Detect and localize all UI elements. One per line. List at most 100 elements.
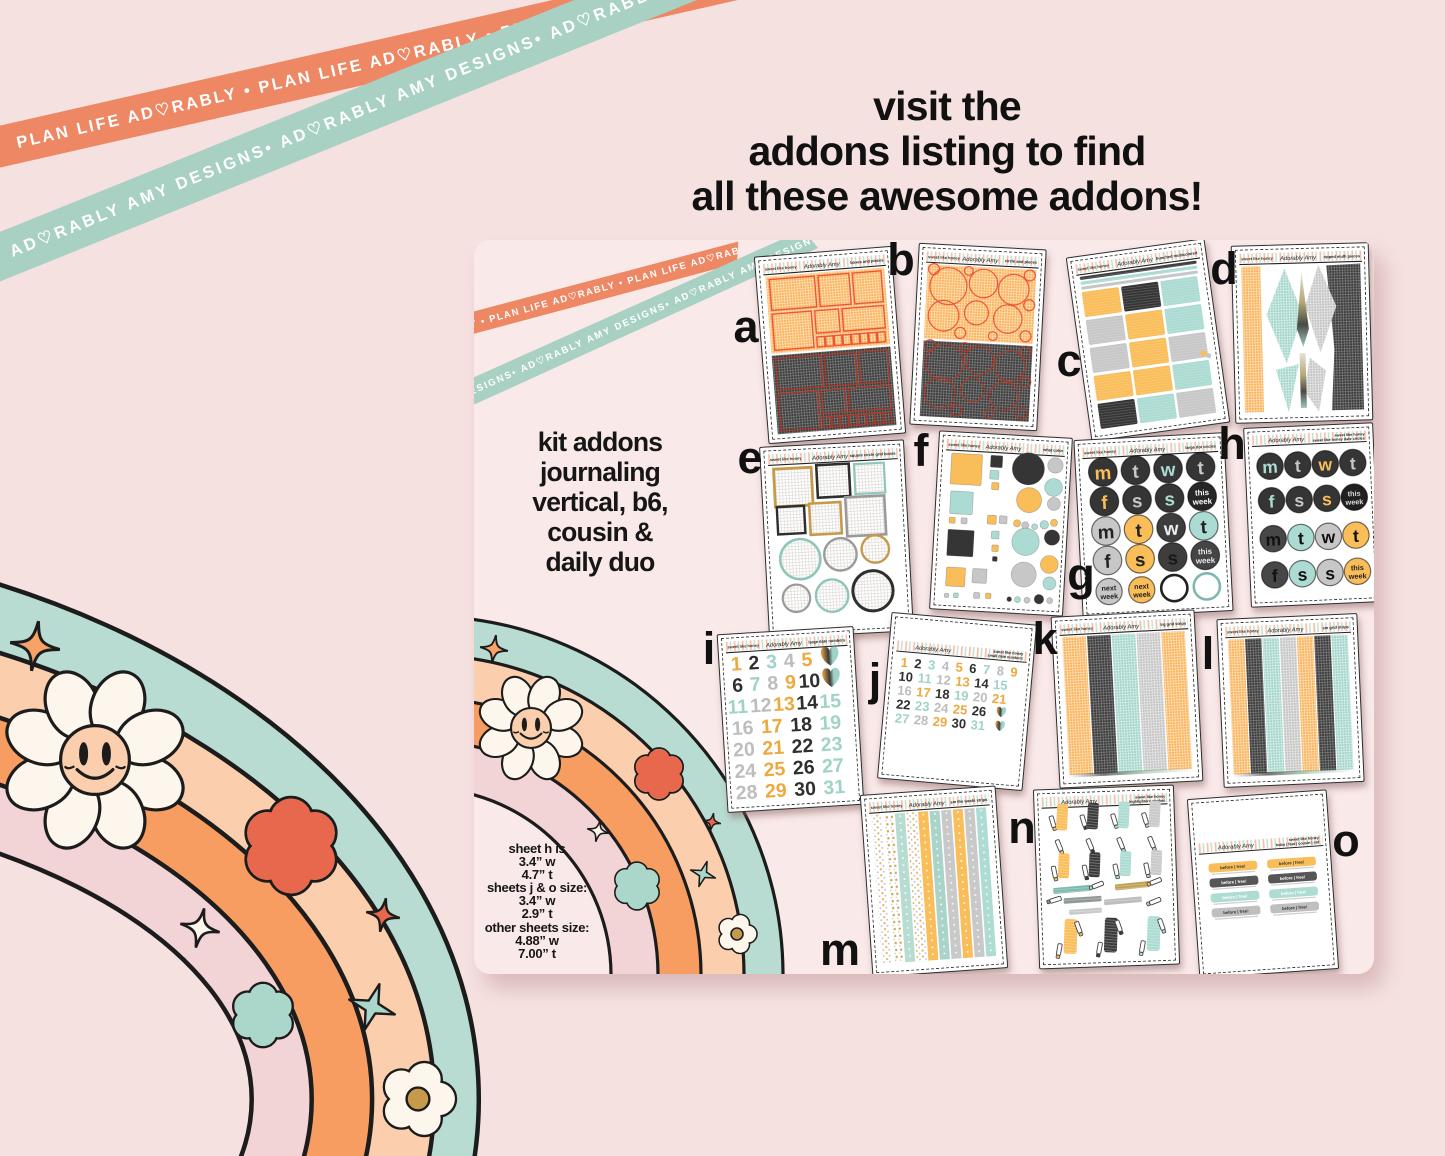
svg-text:m: m <box>1265 529 1281 550</box>
svg-text:t: t <box>1297 528 1304 548</box>
svg-text:Adorably Amy: Adorably Amy <box>1115 257 1153 268</box>
svg-text:8: 8 <box>996 663 1005 679</box>
svg-text:f: f <box>1268 491 1275 511</box>
svg-text:Adorably Amy: Adorably Amy <box>907 800 945 809</box>
svg-text:Adorably Amy: Adorably Amy <box>1060 798 1098 805</box>
svg-text:lrg grid strips: lrg grid strips <box>1160 620 1187 626</box>
svg-text:sweet like honey: sweet like honey <box>870 802 903 809</box>
svg-text:hobo | feat | cousin | std: hobo | feat | cousin | std <box>1275 840 1319 847</box>
svg-text:26: 26 <box>971 703 987 719</box>
svg-text:29: 29 <box>932 713 948 729</box>
svg-text:9: 9 <box>784 671 796 694</box>
svg-text:week: week <box>1194 555 1215 565</box>
svg-text:Adorably Amy: Adorably Amy <box>914 645 952 654</box>
svg-text:31: 31 <box>970 716 986 732</box>
svg-text:6: 6 <box>968 660 977 676</box>
svg-text:before | free!: before | free! <box>1279 874 1305 881</box>
svg-text:25: 25 <box>952 701 968 717</box>
svg-text:2: 2 <box>913 655 922 671</box>
svg-text:18: 18 <box>934 685 950 701</box>
svg-text:29: 29 <box>764 779 787 802</box>
svg-text:5: 5 <box>800 648 812 671</box>
svg-text:m: m <box>1261 456 1277 477</box>
svg-text:before | free!: before | free! <box>1281 904 1307 911</box>
svg-text:sweet like honey: sweet like honey <box>928 254 961 261</box>
svg-text:27: 27 <box>821 754 844 777</box>
svg-text:5: 5 <box>954 659 963 675</box>
svg-text:square circle grid boxes: square circle grid boxes <box>849 450 896 457</box>
svg-text:ripped multi pieces: ripped multi pieces <box>1323 253 1360 259</box>
svg-text:sweet like honey: sweet like honey <box>948 441 981 448</box>
svg-text:26: 26 <box>792 756 815 779</box>
svg-text:17: 17 <box>760 715 783 738</box>
svg-text:s: s <box>1134 548 1146 570</box>
svg-text:m: m <box>1097 521 1115 543</box>
svg-text:t: t <box>1200 516 1208 537</box>
svg-text:s: s <box>1131 489 1143 511</box>
svg-text:sweet like honey: sweet like honey <box>727 642 760 649</box>
svg-text:t: t <box>1134 519 1142 540</box>
svg-text:sweet like honey: sweet like honey <box>1134 794 1165 799</box>
svg-text:22: 22 <box>790 734 813 757</box>
svg-text:13: 13 <box>954 673 970 689</box>
svg-text:m: m <box>1093 461 1111 483</box>
svg-text:1: 1 <box>730 653 742 676</box>
svg-text:12: 12 <box>935 671 951 687</box>
svg-text:next: next <box>1133 581 1149 591</box>
svg-text:10: 10 <box>797 669 820 692</box>
svg-text:sweet like honey date circles: sweet like honey date circles <box>1312 436 1364 442</box>
svg-text:sweet like honey: sweet like honey <box>769 455 802 462</box>
svg-text:what color: what color <box>1042 446 1064 452</box>
svg-text:before | free!: before | free! <box>1222 893 1248 900</box>
svg-text:2: 2 <box>747 652 759 675</box>
svg-text:3: 3 <box>927 657 936 673</box>
svg-text:f: f <box>1100 491 1108 512</box>
svg-text:12: 12 <box>749 694 772 717</box>
svg-text:this: this <box>1347 488 1360 498</box>
svg-text:boxes and pieces: boxes and pieces <box>849 257 883 265</box>
svg-text:s: s <box>1324 563 1335 583</box>
svg-text:sweet like honey: sweet like honey <box>764 264 797 272</box>
svg-text:31: 31 <box>822 775 845 798</box>
svg-text:s: s <box>1321 489 1332 509</box>
svg-text:Adorably Amy: Adorably Amy <box>764 640 802 648</box>
svg-text:f: f <box>1271 565 1278 585</box>
svg-text:week: week <box>1347 571 1367 581</box>
svg-text:week: week <box>1099 591 1118 601</box>
svg-text:7: 7 <box>749 673 761 696</box>
svg-text:Adorably Amy: Adorably Amy <box>811 453 849 461</box>
svg-text:4: 4 <box>783 649 795 672</box>
svg-text:t: t <box>1196 457 1204 478</box>
svg-text:28: 28 <box>735 781 758 804</box>
svg-text:21: 21 <box>761 736 784 759</box>
svg-text:Adorably Amy: Adorably Amy <box>1266 626 1304 634</box>
svg-text:sm the washi strips: sm the washi strips <box>950 796 988 804</box>
svg-text:27: 27 <box>894 710 910 726</box>
svg-text:Adorably Amy: Adorably Amy <box>984 444 1022 452</box>
svg-text:sweet like honey: sweet like honey <box>1077 262 1110 271</box>
svg-text:s: s <box>1166 547 1178 569</box>
svg-text:15: 15 <box>818 690 841 713</box>
svg-text:30: 30 <box>793 777 816 800</box>
svg-text:21: 21 <box>991 690 1007 706</box>
svg-text:sweet like honey: sweet like honey <box>1240 255 1273 261</box>
svg-text:sweet like honey: sweet like honey <box>1083 448 1116 455</box>
svg-text:24: 24 <box>933 699 949 715</box>
svg-text:3: 3 <box>765 650 777 673</box>
svg-text:Adorably Amy: Adorably Amy <box>961 256 999 264</box>
svg-text:this: this <box>1350 563 1363 573</box>
svg-text:20: 20 <box>972 689 988 705</box>
svg-text:bunched multicolored: bunched multicolored <box>1155 250 1198 261</box>
svg-text:before | free!: before | free! <box>1219 863 1245 870</box>
svg-text:15: 15 <box>992 676 1008 692</box>
svg-text:sweet like honey: sweet like honey <box>1288 835 1319 841</box>
svg-text:s: s <box>1297 564 1308 584</box>
svg-text:sm grid strips: sm grid strips <box>1322 624 1349 630</box>
svg-text:19: 19 <box>818 711 841 734</box>
svg-text:this: this <box>1197 546 1212 556</box>
svg-text:11: 11 <box>917 670 932 686</box>
svg-text:23: 23 <box>914 698 930 714</box>
svg-text:10: 10 <box>897 668 913 684</box>
svg-text:s: s <box>1293 490 1304 510</box>
svg-text:before | free!: before | free! <box>1280 889 1306 896</box>
